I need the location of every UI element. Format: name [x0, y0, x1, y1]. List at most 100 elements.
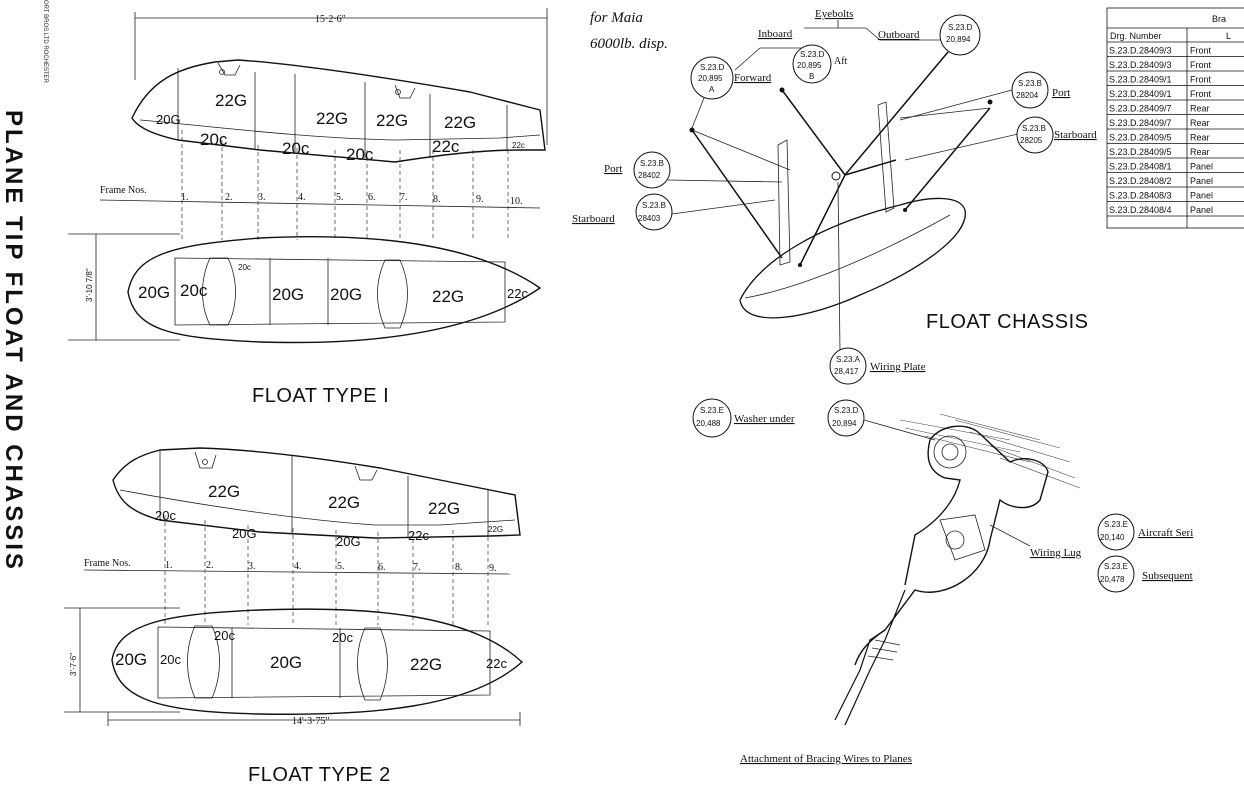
table-cell-drg-number: S.23.D.28409/5 — [1109, 133, 1172, 143]
float2-side-gauge-4: 22c — [408, 528, 429, 543]
float1-frame-5: 5. — [336, 192, 344, 203]
table-header-right: Bra — [1212, 14, 1226, 24]
float2-frame-8: 8. — [455, 562, 463, 573]
svg-text:S.23.B: S.23.B — [640, 159, 664, 168]
float1-plan-gauge-4: 20G — [272, 285, 304, 304]
float1-frame-stations — [181, 130, 509, 240]
svg-text:28,417: 28,417 — [834, 367, 859, 376]
aircraft-label: Aircraft Seri — [1138, 527, 1193, 539]
float1-side-gauge-3: 20c — [282, 139, 310, 158]
float2-length-dim: 14'·3·75" — [292, 716, 330, 727]
wing-hatching — [899, 413, 1081, 489]
float1-side-gauge-1: 20G — [156, 112, 181, 127]
table-cell-drg-number: S.23.D.28409/3 — [1109, 60, 1172, 70]
float2-title: FLOAT TYPE 2 — [248, 764, 391, 786]
svg-text:B: B — [809, 72, 814, 81]
chassis-bubble-starboard-left: S.23.B 28403 — [635, 193, 673, 231]
svg-text:S.23.E: S.23.E — [700, 406, 724, 415]
float2-side-gauge-2: 20G — [232, 526, 257, 541]
float2-frames-label: Frame Nos. — [84, 558, 131, 569]
chassis-bubble-starboard-right: S.23.B 28205 — [1016, 116, 1054, 154]
table-cell-location: Front — [1190, 60, 1212, 70]
float1-frame-6: 6. — [368, 192, 376, 203]
starboard-right-label: Starboard — [1054, 129, 1097, 141]
float1-frame-8: 8. — [433, 194, 441, 205]
float-chassis: S.23.D 20,895 A Forward S.23.D 20,895 B … — [572, 8, 1097, 385]
svg-text:28402: 28402 — [638, 171, 661, 180]
float1-plan-gauge-5: 20G — [330, 285, 362, 304]
attachment-bubble-subsequent: S.23.E 20,478 — [1097, 555, 1135, 593]
float2-deck-gauge-3: 22G — [428, 499, 460, 518]
table-cell-drg-number: S.23.D.28409/1 — [1109, 75, 1172, 85]
table-cell-location: Rear — [1190, 104, 1210, 114]
float2-deck-gauge-2: 22G — [328, 493, 360, 512]
chassis-bubble-port-left: S.23.B 28402 — [633, 151, 671, 189]
table-cell-drg-number: S.23.D.28409/3 — [1109, 46, 1172, 56]
svg-text:A: A — [709, 85, 715, 94]
float1-side-gauge-2: 20c — [200, 130, 228, 149]
chassis-bubble-outboard: S.23.D 20,894 — [939, 14, 981, 56]
svg-text:S.23.D: S.23.D — [700, 63, 725, 72]
eyebolts-label: Eyebolts — [815, 8, 854, 20]
svg-text:20,140: 20,140 — [1100, 533, 1125, 542]
table-cell-location: Panel — [1190, 205, 1213, 215]
outboard-label: Outboard — [878, 29, 920, 41]
table-cell-drg-number: S.23.D.28409/1 — [1109, 89, 1172, 99]
float2-side-gauge-3: 20G — [336, 534, 361, 549]
float1-title: FLOAT TYPE I — [252, 385, 389, 407]
subsequent-label: Subsequent — [1142, 570, 1193, 582]
svg-text:20,894: 20,894 — [832, 419, 857, 428]
float1-deck-gauge-2: 22G — [316, 109, 348, 128]
svg-text:28204: 28204 — [1016, 91, 1039, 100]
float2-frame-1: 1. — [165, 560, 173, 571]
starboard-left-label: Starboard — [572, 213, 615, 225]
svg-text:20,895: 20,895 — [698, 74, 723, 83]
chassis-bubble-aft: S.23.D 20,895 B — [792, 44, 832, 84]
svg-text:28403: 28403 — [638, 214, 661, 223]
table-cell-location: Rear — [1190, 133, 1210, 143]
attachment-title: Attachment of Bracing Wires to Planes — [740, 753, 912, 765]
attachment-bubble-washer-ref: S.23.D 20,894 — [827, 399, 865, 437]
float2-deck-gauge-1: 22G — [208, 482, 240, 501]
float1-length-dim: 15·2·6" — [315, 14, 346, 25]
svg-text:S.23.A: S.23.A — [836, 355, 861, 364]
inboard-label: Inboard — [758, 28, 793, 40]
svg-text:28205: 28205 — [1020, 136, 1043, 145]
float2-side-gauge-5: 22G — [488, 525, 503, 534]
port-left-label: Port — [604, 163, 622, 175]
float1-side-gauge-6: 22c — [512, 141, 525, 150]
chassis-bubble-wiring-plate: S.23.A 28,417 — [829, 347, 867, 385]
attachment-detail: S.23.E 20,488 Washer under S.23.D 20,894… — [692, 398, 1193, 765]
table-cell-location: Rear — [1190, 118, 1210, 128]
table-cell-location: Front — [1190, 46, 1212, 56]
float2-plan-gauge-5: 20G — [270, 653, 302, 672]
aft-label: Aft — [834, 56, 848, 67]
float1-frame-9: 9. — [476, 194, 484, 205]
sheet-title: PLANE TIP FLOAT AND CHASSIS — [0, 110, 27, 572]
float2-plan-gauge-6: 22G — [410, 655, 442, 674]
table-cell-location: Rear — [1190, 147, 1210, 157]
float1-plan-gauge-2: 20c — [180, 281, 208, 300]
attachment-bubble-washer: S.23.E 20,488 — [692, 398, 732, 438]
float2-frame-2: 2. — [206, 560, 214, 571]
svg-text:20,478: 20,478 — [1100, 575, 1125, 584]
float1-frame-1: 1. — [181, 192, 189, 203]
float-type-2: 22G 22G 22G 20c 20G 20G 22c 22G Frame No… — [64, 447, 524, 786]
table-cell-drg-number: S.23.D.28408/3 — [1109, 191, 1172, 201]
float1-frame-10: 10. — [510, 196, 523, 207]
float-type-1: 15·2·6" 22G 22G 22G 22G 20G 20c 20c 20c … — [68, 8, 548, 407]
float1-plan-gauge-3: 20c — [238, 263, 251, 272]
float2-side-gauge-1: 20c — [155, 508, 176, 523]
svg-text:20,895: 20,895 — [797, 61, 822, 70]
table-cell-drg-number: S.23.D.28409/5 — [1109, 147, 1172, 157]
float2-plan-gauge-7: 22c — [486, 656, 507, 671]
float2-frame-6: 6. — [378, 562, 386, 573]
float2-plan-gauge-4: 20c — [332, 630, 353, 645]
float1-frame-7: 7. — [400, 192, 408, 203]
float1-plan-gauge-1: 20G — [138, 283, 170, 302]
float1-frame-3: 3. — [258, 192, 266, 203]
float1-height-dim: 3'·10 7/8" — [85, 268, 94, 302]
table-cell-drg-number: S.23.D.28408/1 — [1109, 162, 1172, 172]
